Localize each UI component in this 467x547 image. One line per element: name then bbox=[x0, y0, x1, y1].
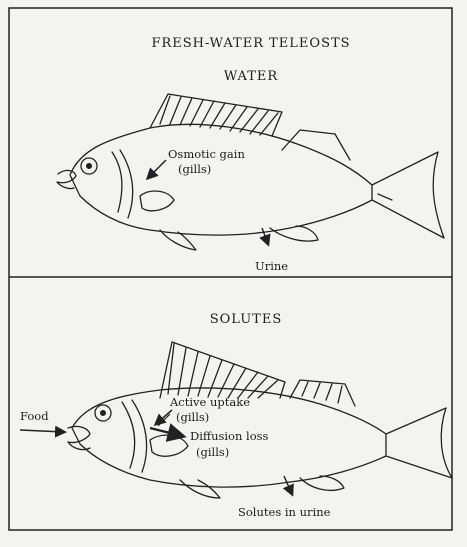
label-osmotic-gain: Osmotic gain bbox=[168, 147, 245, 161]
active-uptake-arrow bbox=[156, 410, 172, 424]
dorsal-fin-rays-bottom bbox=[168, 344, 278, 398]
urine-arrow bbox=[262, 228, 268, 244]
osmotic-gain-arrow bbox=[148, 160, 166, 178]
top-panel-subtitle: WATER bbox=[224, 69, 279, 84]
fish-illustration-bottom bbox=[68, 342, 452, 498]
solutes-urine-arrow bbox=[284, 476, 292, 494]
label-solutes-in-urine: Solutes in urine bbox=[238, 505, 331, 519]
label-food: Food bbox=[20, 409, 49, 423]
soft-fin-rays-bottom bbox=[302, 382, 342, 403]
label-osmotic-gain-site: (gills) bbox=[178, 162, 211, 176]
label-active-uptake: Active uptake bbox=[169, 395, 250, 409]
fish-illustration-top bbox=[57, 94, 444, 250]
bottom-panel-title: SOLUTES bbox=[210, 312, 283, 327]
food-arrow bbox=[20, 430, 64, 432]
label-urine: Urine bbox=[255, 259, 288, 273]
label-active-uptake-site: (gills) bbox=[176, 410, 209, 424]
label-diffusion-loss-site: (gills) bbox=[196, 445, 229, 459]
top-panel-title: FRESH-WATER TELEOSTS bbox=[151, 36, 350, 51]
label-diffusion-loss: Diffusion loss bbox=[190, 429, 269, 443]
